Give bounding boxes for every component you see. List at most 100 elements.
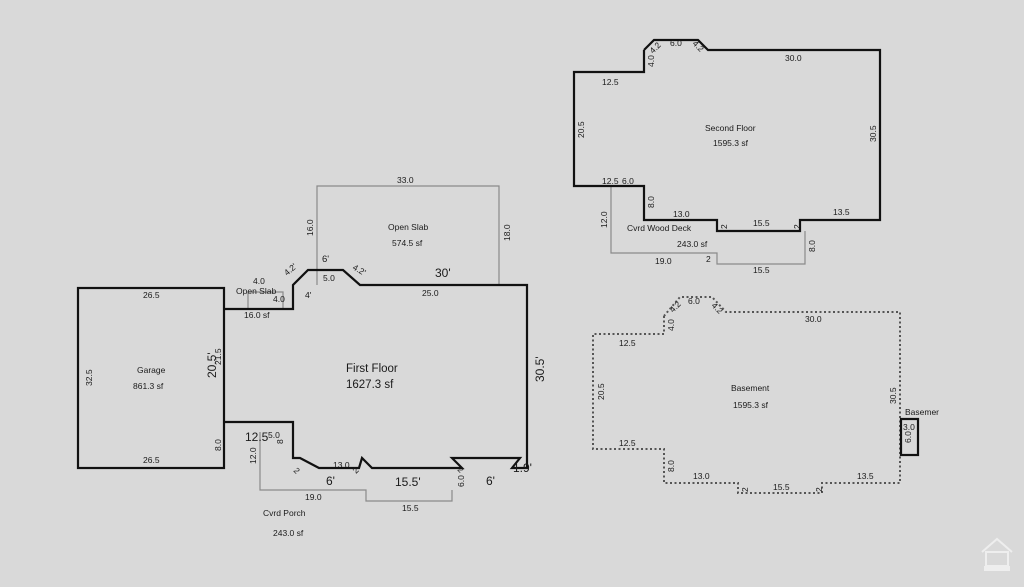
open-slab-right-dim: 18.0 (502, 224, 512, 241)
house-logo-icon (981, 537, 1013, 571)
open-slab-outline (316, 185, 500, 285)
ff-dim-top-ledge: 25.0 (422, 288, 439, 298)
bm-dim-bottom-c: 15.5 (773, 482, 790, 492)
garage-top-dim: 26.5 (143, 290, 160, 300)
bm-dim-left: 20.5 (596, 383, 606, 400)
ff-dim-small-c: 8 (275, 439, 285, 444)
first-floor-outline (224, 268, 529, 470)
ff-dim-top-right: 30' (435, 266, 451, 280)
bm-dim-bottom-d: 2 (814, 487, 824, 492)
deck-bottom-dim: 19.0 (655, 256, 672, 266)
garage-bottom-dim: 26.5 (143, 455, 160, 465)
second-floor-outline (572, 38, 882, 233)
sf-dim-bottom-c: 15.5 (753, 218, 770, 228)
porch-outline (259, 432, 453, 502)
porch-bottom-dim: 19.0 (305, 492, 322, 502)
basement-small-box (899, 417, 920, 457)
bm-dim-bottom-b: 2 (740, 487, 750, 492)
sf-dim-left: 20.5 (576, 121, 586, 138)
ff-dim-bump-c: 4.2' (351, 262, 368, 278)
porch-area: 243.0 sf (273, 528, 304, 538)
first-floor-area: 1627.3 sf (346, 379, 394, 391)
porch-label: Cvrd Porch (263, 508, 306, 518)
ff-dim-small-d: 5.0 (268, 430, 280, 440)
ff-dim-bottom-c: 6' (486, 474, 495, 488)
porch-bottom-right-dim: 15.5 (402, 503, 419, 513)
ff-dim-right: 30.5' (533, 356, 547, 382)
bm-dim-bottom-e: 13.5 (857, 471, 874, 481)
sf-dim-top: 30.0 (785, 53, 802, 63)
basement-area: 1595.3 sf (733, 400, 769, 410)
ff-dim-bump-b: 4.2' (282, 261, 299, 278)
sf-dim-left-top: 12.5 (602, 77, 619, 87)
ff-dim-left-upper: 20.5' (205, 352, 219, 378)
small-slab-area: 16.0 sf (244, 310, 270, 320)
ff-dim-small-b: 2 (350, 465, 361, 476)
garage-left-dim: 32.5 (84, 369, 94, 386)
deck-small-dim: 2 (706, 254, 711, 264)
sf-dim-bay-l: 4.2 (647, 40, 663, 56)
bm-dim-bottom-a: 13.0 (693, 471, 710, 481)
deck-bottom-right-dim: 15.5 (753, 265, 770, 275)
deck-left-dim: 12.0 (599, 211, 609, 228)
second-floor-area: 1595.3 sf (713, 138, 749, 148)
basement-label: Basement (731, 383, 770, 393)
sf-dim-bottom-e: 13.5 (833, 207, 850, 217)
sf-dim-step-a: 12.5 (602, 176, 619, 186)
small-slab-outline (247, 291, 284, 309)
porch-inner-dim: 13.0 (333, 460, 350, 470)
sf-dim-right: 30.5 (868, 125, 878, 142)
bm-dim-right: 30.5 (888, 387, 898, 404)
second-floor-label: Second Floor (705, 123, 756, 133)
bm-dim-top: 30.0 (805, 314, 822, 324)
ff-dim-bump-a: 6' (322, 254, 329, 265)
bm-dim-bay-l: 4.2 (667, 299, 683, 315)
open-slab-bottom-dim: 5.0 (323, 273, 335, 283)
garage-outline (76, 286, 226, 470)
garage-right-lower-dim: 8.0 (213, 439, 223, 451)
first-floor-label: First Floor (346, 363, 398, 375)
open-slab-label: Open Slab (388, 222, 428, 232)
ff-dim-bump-d: 4' (305, 290, 312, 300)
small-slab-top-dim: 4.0 (253, 276, 265, 286)
bm-dim-bay-side: 4.0 (666, 319, 676, 331)
bm-dim-left-top: 12.5 (619, 338, 636, 348)
garage-label: Garage (137, 365, 166, 375)
sf-dim-step-b: 6.0 (622, 176, 634, 186)
ff-dim-small-a: 2 (292, 465, 303, 476)
open-slab-area: 574.5 sf (392, 238, 423, 248)
sf-dim-bottom-b: 2 (719, 224, 729, 229)
deck-area: 243.0 sf (677, 239, 708, 249)
garage-right-dim: 21.5 (213, 348, 223, 365)
basement-outline (592, 296, 901, 494)
porch-right-dim-a: 6.0 (456, 475, 466, 487)
bm-dim-bay-r: 4.2 (710, 300, 726, 316)
deck-right-dim: 8.0 (807, 240, 817, 252)
bm-dim-left-lower: 12.5 (619, 438, 636, 448)
small-slab-side-dim: 4.0 (273, 294, 285, 304)
basement-small-h: 6.0 (903, 431, 913, 443)
deck-label: Cvrd Wood Deck (627, 223, 692, 233)
basement-small-w: 3.0 (903, 422, 915, 432)
sf-dim-bottom-d: 2 (792, 224, 802, 229)
garage-area: 861.3 sf (133, 381, 164, 391)
small-slab-label: Open Slab (236, 286, 276, 296)
porch-left-dim: 12.0 (248, 447, 258, 464)
bm-dim-bay-top: 6.0 (688, 296, 700, 306)
porch-right-dim-b: 2 (456, 464, 467, 475)
bm-dim-step: 8.0 (666, 460, 676, 472)
ff-dim-left-lower: 12.5 (245, 430, 269, 444)
ff-dim-bottom-a: 6' (326, 474, 335, 488)
sf-dim-bay-top: 6.0 (670, 38, 682, 48)
sf-dim-bottom-a: 13.0 (673, 209, 690, 219)
ff-dim-bottom-d: 1.9' (513, 461, 532, 475)
sf-dim-step-c: 8.0 (646, 196, 656, 208)
ff-dim-bottom-b: 15.5' (395, 475, 421, 489)
open-slab-left-dim: 16.0 (305, 219, 315, 236)
wood-deck-outline (610, 186, 806, 265)
basement-small-label: Basemer (905, 407, 939, 417)
sf-dim-bay-side: 4.0 (646, 55, 656, 67)
open-slab-top-dim: 33.0 (397, 175, 414, 185)
